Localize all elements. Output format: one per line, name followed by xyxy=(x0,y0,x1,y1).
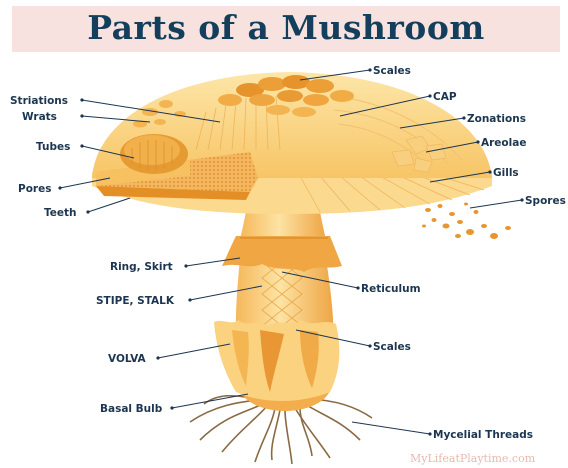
label-tubes: Tubes xyxy=(36,141,70,153)
label-zonations: Zonations xyxy=(467,113,526,125)
label-scales-lower: Scales xyxy=(373,341,411,353)
label-pores: Pores xyxy=(18,183,51,195)
label-cap: CAP xyxy=(433,91,457,103)
label-scales-top: Scales xyxy=(373,65,411,77)
label-areolae: Areolae xyxy=(481,137,526,149)
label-mycelial-threads: Mycelial Threads xyxy=(433,429,533,441)
label-spores: Spores xyxy=(525,195,566,207)
label-reticulum: Reticulum xyxy=(361,283,421,295)
label-basal-bulb: Basal Bulb xyxy=(100,403,163,415)
label-teeth: Teeth xyxy=(44,207,77,219)
label-striations: Striations xyxy=(10,95,68,107)
label-wrats: Wrats xyxy=(22,111,57,123)
label-ring-skirt: Ring, Skirt xyxy=(110,261,173,273)
label-stipe-stalk: STIPE, STALK xyxy=(96,295,175,307)
label-gills: Gills xyxy=(493,167,519,179)
spores-dots xyxy=(422,203,511,240)
label-volva: VOLVA xyxy=(108,353,147,365)
watermark: MyLifeatPlaytime.com xyxy=(410,452,536,465)
